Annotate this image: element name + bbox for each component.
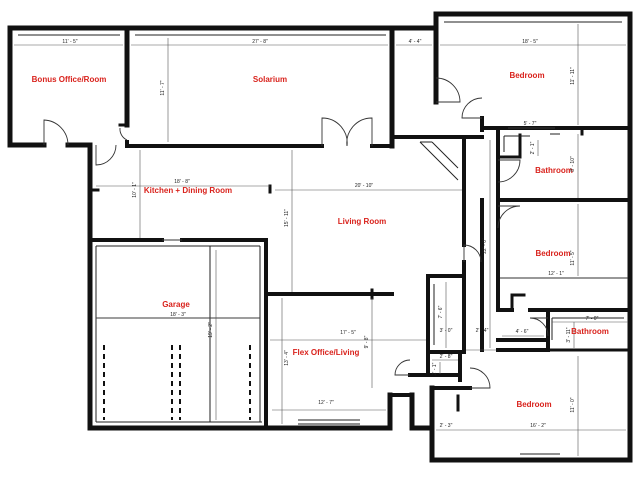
dim-label: 9' - 8" [364,335,370,348]
dim-label: 27' - 8" [252,39,268,45]
dim-label: 2' - 3" [440,423,453,429]
fireplace [431,141,459,169]
dim-label: 11' - 5" [62,39,77,45]
room-label-bedroom-2: Bedroom [535,249,570,258]
room-label-living-room: Living Room [338,217,386,226]
door-swing [321,117,348,147]
dim-label: 2' - 8" [440,354,453,360]
dim-label: 13' - 4" [284,350,290,366]
room-label-garage: Garage [162,300,190,309]
door-swing [469,367,491,389]
dim-label: 2' - 1" [432,362,438,375]
dim-label: 10' - 1" [132,182,138,198]
dim-label: 18' - 5" [522,39,538,45]
door-swing [95,144,117,166]
dim-label: 7' - 6" [438,305,444,318]
door-swing [497,205,521,229]
door-swing [43,119,69,146]
door-swing [529,317,549,337]
dim-label: 18' - 3" [170,312,186,318]
dim-label: 11' - 7" [160,80,166,95]
dim-label: 7' - 0" [586,316,599,322]
dimension-labels: 11' - 5" 27' - 8" 11' - 7" 4' - 4" 18' -… [62,39,598,429]
dim-label: 3' - 11" [566,327,572,342]
room-label-kitchen-dining: Kitchen + Dining Room [144,186,232,195]
dim-label: 5' - 7" [524,121,537,127]
dim-label: 11' - 5" [570,250,576,265]
room-labels: Bonus Office/Room Solarium Bedroom Kitch… [32,71,609,409]
dim-label: 4' - 4" [409,39,422,45]
door-swing [497,159,521,183]
dim-label: 4' - 6" [516,329,529,335]
door-swing [463,244,482,263]
room-label-flex-office: Flex Office/Living [293,348,360,357]
dim-label: 22' - 0" [482,238,488,254]
door-swing [119,127,128,141]
dim-label: 11' - 0" [570,397,576,412]
door-swing [461,97,483,119]
dim-label: 11' - 11" [570,67,576,85]
door-swing [346,117,373,147]
dim-label: 16' - 2" [530,423,546,429]
room-label-solarium: Solarium [253,75,287,84]
room-label-bathroom-2: Bathroom [571,327,609,336]
room-label-bedroom-1: Bedroom [509,71,544,80]
dim-label: 2' - 1" [530,141,536,154]
dim-label: 20' - 10" [355,183,374,189]
dim-label: 15' - 11" [284,209,290,227]
fireplace [419,141,459,181]
dim-label: 12' - 1" [548,271,564,277]
dim-label: 19' - 2" [208,322,214,338]
dim-label: 17' - 5" [340,330,356,336]
dim-label: 2' - 4" [476,328,489,334]
doors [43,77,549,389]
door-swing [435,77,461,103]
room-label-bathroom-1: Bathroom [535,166,573,175]
dim-label: 3' - 0" [440,328,453,334]
dim-label: 12' - 7" [318,400,334,406]
dim-label: 8' - 10" [570,156,576,172]
dimension-lines [14,24,628,456]
door-swing [394,359,411,376]
room-label-bedroom-3: Bedroom [516,400,551,409]
dim-label: 18' - 8" [174,179,190,185]
room-label-bonus-office: Bonus Office/Room [32,75,107,84]
